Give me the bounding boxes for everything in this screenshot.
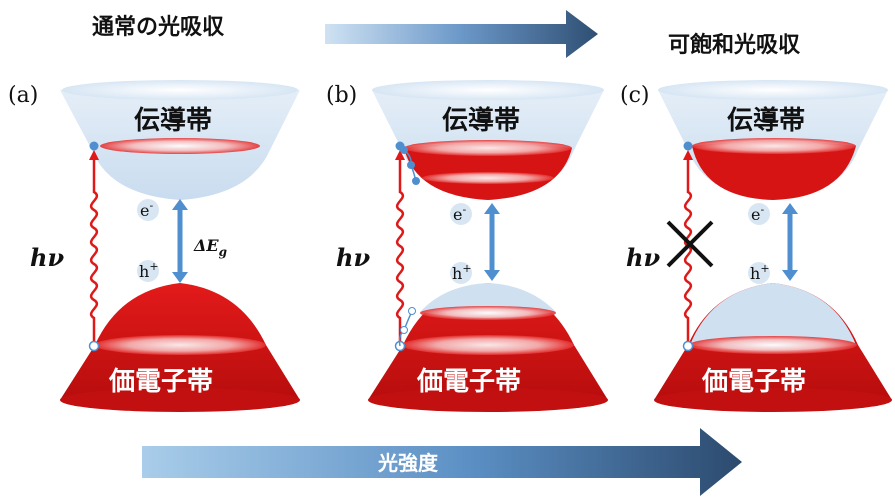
panel-b-photon xyxy=(394,141,406,352)
panel-a-gap-arrow xyxy=(172,199,188,283)
panel-a-photon-label: hν xyxy=(30,243,64,272)
panel-c-photon xyxy=(682,141,694,352)
panel-c-valence-label: 価電子帯 xyxy=(701,367,806,397)
panel-a-hole: h+ xyxy=(139,260,159,281)
panel-b-electron: e- xyxy=(453,203,466,224)
panel-b-hole-relaxation xyxy=(398,307,416,347)
panel-b-letter: (b) xyxy=(326,83,357,108)
panel-a-letter: (a) xyxy=(8,83,38,108)
panel-b-gap-arrow xyxy=(484,203,500,281)
intensity-label: 光強度 xyxy=(377,451,439,475)
panel-c-conduction-label: 伝導帯 xyxy=(727,105,805,136)
panel-a-conduction-fill xyxy=(100,138,260,154)
panel-b-valence-label: 価電子帯 xyxy=(416,367,521,397)
intensity-arrow: 光強度 xyxy=(142,428,742,496)
top-progress-arrow xyxy=(325,10,598,58)
panel-c-electron: e- xyxy=(751,203,764,224)
panel-b: (b) 伝導帯 価電子帯 e- h+ xyxy=(326,80,608,412)
header-normal-absorption: 通常の光吸収 xyxy=(92,14,225,40)
panel-a-gap-label: ΔEg xyxy=(193,236,227,259)
panel-a-photon xyxy=(88,141,100,352)
panel-b-photon-label: hν xyxy=(336,243,370,272)
panel-b-conduction-fill xyxy=(404,143,572,200)
panel-a-valence-label: 価電子帯 xyxy=(108,367,213,397)
header-saturable-absorption: 可飽和光吸収 xyxy=(668,32,801,58)
panel-a-conduction-label: 伝導帯 xyxy=(134,105,212,136)
panel-c-gap-arrow xyxy=(782,203,798,281)
panel-a: (a) 伝導帯 価電子帯 e- h+ ΔEg hν xyxy=(8,80,300,412)
panel-c-conduction-fill xyxy=(692,141,856,200)
panel-c: (c) 伝導帯 価電子帯 e- h+ hν xyxy=(620,80,892,412)
panel-c-letter: (c) xyxy=(620,83,650,108)
panel-b-electron-relaxation xyxy=(400,146,420,185)
panel-b-conduction-label: 伝導帯 xyxy=(442,105,520,136)
panel-c-blocked-cross-icon xyxy=(666,220,714,268)
panel-c-photon-label: hν xyxy=(626,243,660,272)
panel-b-hole: h+ xyxy=(452,262,472,283)
panel-a-electron: e- xyxy=(140,199,153,220)
panel-c-hole: h+ xyxy=(750,262,770,283)
